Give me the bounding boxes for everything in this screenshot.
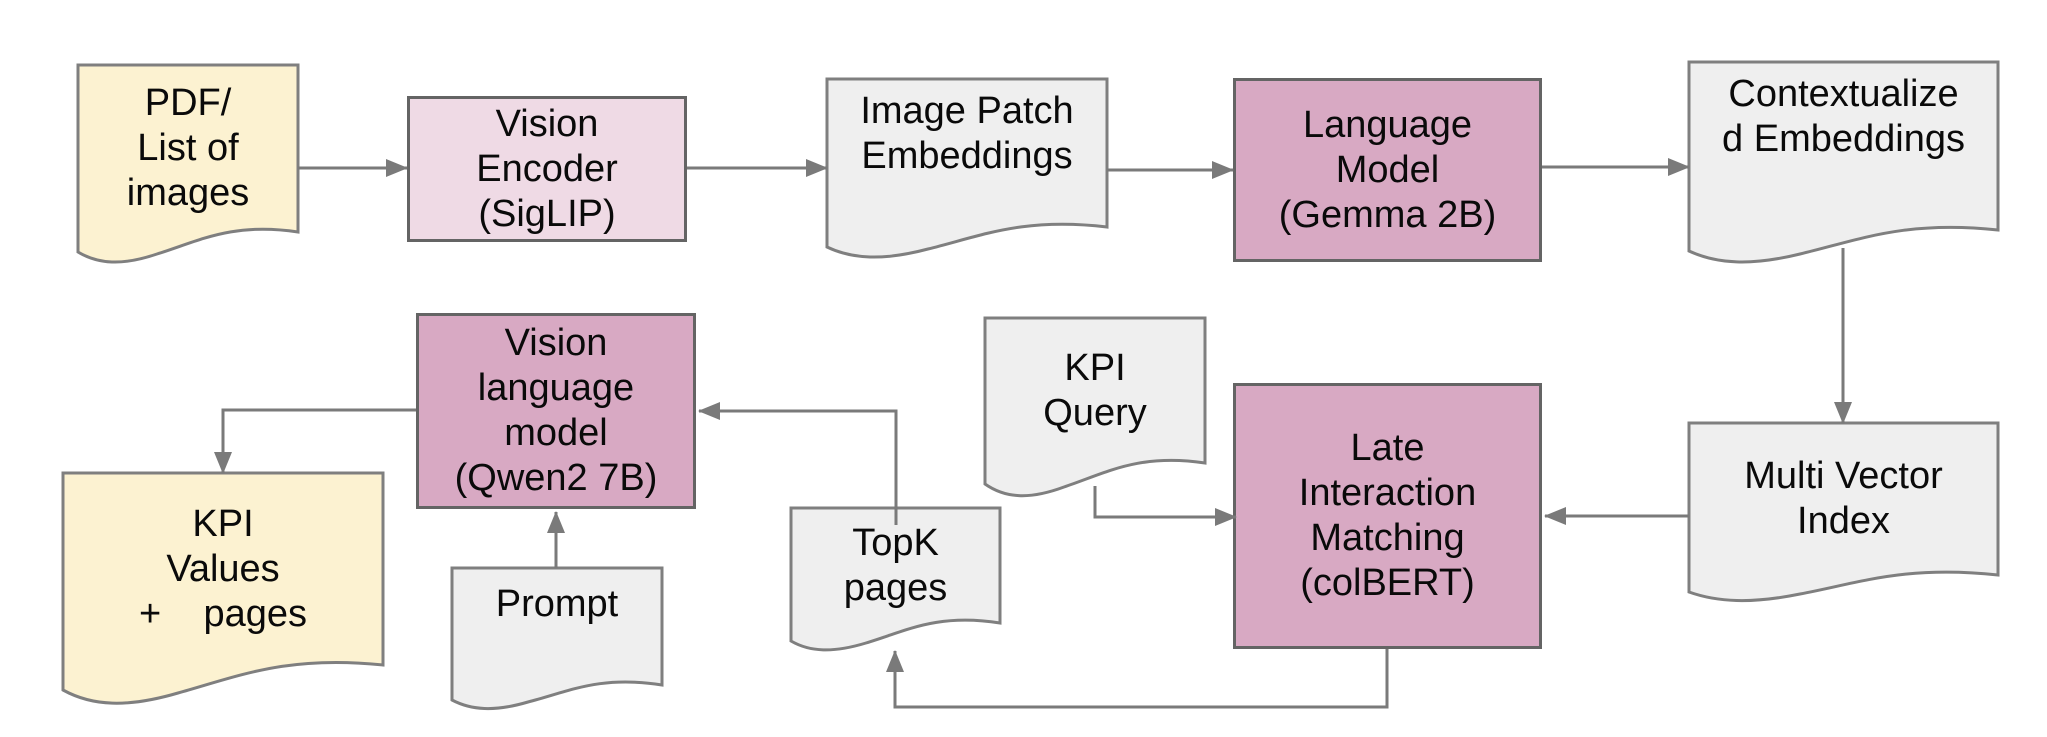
- node-line: images: [126, 172, 250, 214]
- node-label: Prompt: [452, 568, 662, 685]
- node-label: Contextualize d Embeddings: [1689, 62, 1998, 230]
- node-prompt: Prompt: [450, 566, 664, 714]
- document-shape: [825, 77, 1109, 259]
- node-multi-vector-index: Multi Vector Index: [1687, 421, 2000, 606]
- node-line: Index: [1797, 500, 1890, 542]
- node-line: Vision: [495, 102, 599, 145]
- node-image-patch-embeddings: Image Patch Embeddings: [825, 77, 1109, 265]
- node-label: KPI Values + pages: [63, 473, 383, 665]
- node-line: (Qwen2 7B): [454, 457, 658, 499]
- node-label: Multi Vector Index: [1689, 423, 1998, 575]
- node-line: Late: [1350, 427, 1425, 469]
- edge-late-interaction-to-topk: [886, 649, 1389, 709]
- node-kpi-values-pages: KPI Values + pages: [61, 471, 385, 711]
- document-shape: [61, 471, 385, 705]
- document-shape: [983, 316, 1207, 498]
- node-line: Vision: [504, 322, 608, 364]
- node-line: Language: [1302, 103, 1473, 146]
- node-line: Model: [1335, 148, 1440, 191]
- node-kpi-query: KPI Query: [983, 316, 1207, 503]
- node-pdf-input: PDF/ List of images: [76, 63, 300, 270]
- node-line: Contextualize: [1728, 73, 1959, 115]
- node-line: Image Patch: [860, 90, 1074, 132]
- node-line: Multi Vector: [1744, 455, 1943, 497]
- node-vision-encoder: Vision Encoder (SigLIP): [407, 96, 687, 242]
- node-line: Embeddings: [861, 135, 1073, 177]
- node-line: (Gemma 2B): [1278, 193, 1497, 236]
- node-line: + pages: [139, 592, 307, 635]
- node-line: KPI: [192, 502, 254, 545]
- node-label: PDF/ List of images: [78, 65, 298, 232]
- node-label: KPI Query: [985, 318, 1205, 463]
- node-line: Query: [1043, 391, 1147, 434]
- document-shape: [1687, 60, 2000, 264]
- node-line: (colBERT): [1300, 562, 1475, 604]
- node-line: d Embeddings: [1722, 118, 1965, 160]
- node-line: Prompt: [495, 583, 619, 625]
- node-label: Image Patch Embeddings: [827, 79, 1107, 227]
- node-line: Interaction: [1298, 472, 1477, 514]
- node-line: Values: [166, 547, 280, 590]
- edge-vlm-to-kpi-values: [214, 408, 416, 474]
- node-line: language: [477, 367, 635, 409]
- node-label: TopK pages: [791, 508, 1000, 623]
- document-shape: [76, 63, 300, 264]
- document-shape: [1687, 421, 2000, 603]
- document-shape: [450, 566, 664, 711]
- node-line: model: [504, 412, 608, 454]
- node-line: TopK: [852, 521, 939, 564]
- node-line: pages: [843, 566, 948, 609]
- node-vision-language-model: Vision language model (Qwen2 7B): [416, 313, 696, 509]
- node-line: Matching: [1310, 517, 1465, 559]
- node-line: KPI: [1064, 346, 1126, 389]
- node-late-interaction-matching: Late Interaction Matching (colBERT): [1233, 383, 1542, 649]
- node-line: Encoder: [476, 147, 618, 190]
- document-shape: [789, 506, 1002, 652]
- node-line: PDF/: [144, 82, 232, 124]
- node-line: List of: [137, 127, 239, 169]
- node-contextualized-embeddings: Contextualize d Embeddings: [1687, 60, 2000, 270]
- node-line: (SigLIP): [478, 192, 616, 235]
- node-topk-pages: TopK pages: [789, 506, 1002, 656]
- node-language-model: Language Model (Gemma 2B): [1233, 78, 1542, 262]
